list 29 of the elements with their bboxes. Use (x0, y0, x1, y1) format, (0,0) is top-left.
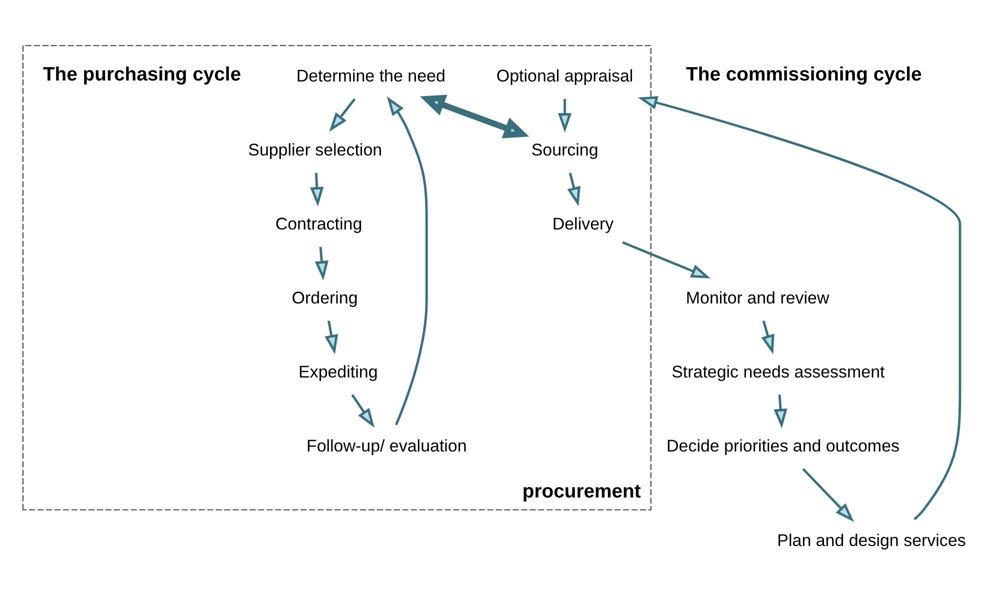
arrow (420, 94, 530, 138)
arrow (802, 468, 854, 522)
arrow (638, 96, 962, 520)
node-text: Sourcing (531, 140, 598, 159)
arrow (558, 98, 572, 132)
node-text: Ordering (292, 288, 358, 307)
arrow (314, 246, 328, 280)
node-text: Monitor and review (686, 288, 830, 307)
arrow (622, 240, 711, 278)
arrow (386, 96, 428, 425)
arrow (329, 98, 356, 132)
node-text: Decide priorities and outcomes (666, 436, 900, 455)
arrow (310, 172, 324, 206)
node-text: Supplier selection (248, 140, 382, 159)
node-text: Strategic needs assessment (672, 362, 885, 381)
node-text: Expediting (298, 362, 378, 381)
label: The purchasing cycle (42, 62, 242, 85)
node-text: Delivery (552, 214, 614, 233)
arrow (774, 394, 788, 428)
arrow (567, 172, 580, 206)
node-text: Plan and design services (777, 530, 966, 550)
label: The commissioning cycle (686, 62, 922, 85)
node-text: Contracting (275, 214, 362, 233)
node-text: Follow-up/ evaluation (306, 436, 467, 455)
arrow (761, 320, 774, 354)
node-text: Determine the need (296, 66, 446, 86)
arrow (324, 320, 338, 354)
arrow (351, 394, 375, 428)
node-text: Optional appraisal (496, 66, 634, 86)
